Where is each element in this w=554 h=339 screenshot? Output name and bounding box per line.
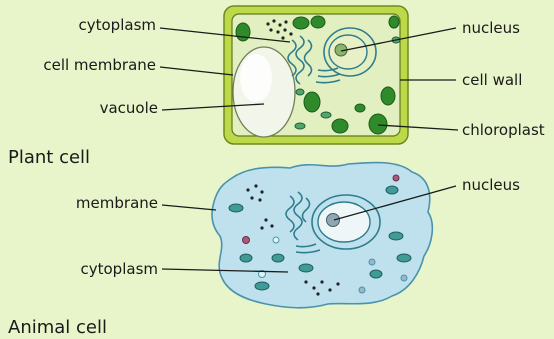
label-plant-cell-wall: cell wall — [462, 71, 522, 89]
label-animal-membrane: membrane — [76, 194, 158, 212]
plant-cell: cytoplasm cell membrane vacuole nucleus … — [8, 6, 545, 168]
label-plant-chloroplast: chloroplast — [462, 121, 545, 139]
animal-nucleolus — [327, 214, 340, 227]
leader-plant-cell-membrane — [160, 67, 233, 75]
label-animal-cytoplasm: cytoplasm — [81, 260, 159, 278]
animal-nucleus — [318, 202, 370, 242]
caption-plant-cell: Plant cell — [8, 147, 90, 168]
label-animal-nucleus: nucleus — [462, 176, 520, 194]
animal-cell: membrane cytoplasm nucleus Animal cell — [8, 162, 520, 338]
plant-nucleus — [329, 35, 367, 69]
caption-animal-cell: Animal cell — [8, 317, 107, 338]
label-plant-cytoplasm: cytoplasm — [79, 16, 157, 34]
label-plant-vacuole: vacuole — [100, 99, 158, 117]
leader-animal-membrane — [162, 205, 216, 210]
plant-vacuole-shine — [240, 54, 272, 102]
label-plant-nucleus: nucleus — [462, 19, 520, 37]
label-plant-cell-membrane: cell membrane — [43, 56, 156, 74]
